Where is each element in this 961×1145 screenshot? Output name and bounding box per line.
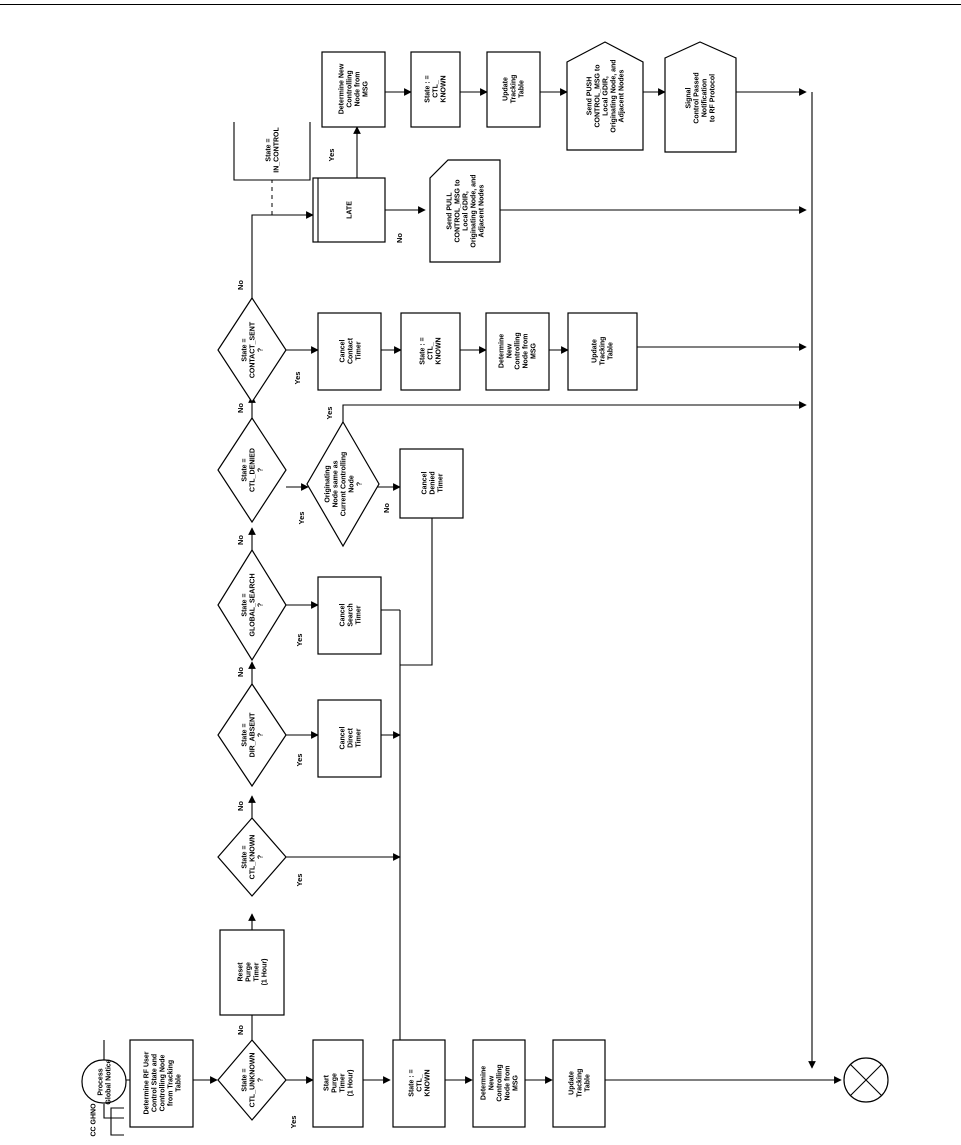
- label-m-update: UpdateTrackingTable: [592, 337, 615, 366]
- cancel-direct-box: [317, 699, 382, 778]
- branch-label-no: No: [236, 1025, 245, 1035]
- branch-label-no: No: [236, 801, 245, 811]
- update-box-mid: [567, 312, 638, 391]
- branch-label-yes: Yes: [327, 149, 336, 162]
- reset-purge-box: [219, 929, 285, 1016]
- label-b-update: UpdateTrackingTable: [569, 1069, 592, 1098]
- label-d-contact: State =CONTACT_SENT?: [242, 321, 265, 378]
- label-d-absent: State =DIR_ABSENT?: [242, 712, 265, 757]
- label-start-purge: StartPurgeTimer(1 Hour): [324, 1070, 355, 1097]
- branch-label-no: No: [236, 403, 245, 413]
- start-terminator: [81, 1059, 127, 1104]
- determine-box-top: [321, 51, 386, 128]
- ctl-known-box-top: [410, 51, 461, 128]
- send-push-box: [566, 41, 644, 151]
- label-t-ctl-known: State : =CTL_KNOWN: [425, 75, 448, 102]
- label-late: LATE: [347, 201, 354, 219]
- label-cancel-search: CancelSearchTimer: [340, 603, 363, 626]
- cancel-search-box: [317, 576, 382, 655]
- update-box-top: [486, 51, 541, 128]
- label-m-determine: DetermineNewControllingNode fromMSG: [499, 332, 538, 369]
- label-d-known: State =CTL_KNOWN?: [242, 835, 265, 880]
- branch-label-no: No: [236, 535, 245, 545]
- cancel-denied-box: [399, 448, 464, 519]
- label-cancel-direct: CancelDirectTimer: [340, 726, 363, 749]
- label-t-update: UpdateTrackingTable: [503, 75, 526, 104]
- start-annotation-line: [103, 1104, 124, 1119]
- decision-search: [217, 548, 287, 662]
- determine-box-bottom: [472, 1039, 526, 1128]
- in-control-bracket: [233, 122, 311, 181]
- label-d-search: State =GLOBAL_SEARCH?: [242, 573, 265, 636]
- arrow-orig-yes: [342, 401, 807, 422]
- label-d-unknown: State =CTL_UNKNOWN?: [242, 1053, 265, 1108]
- branch-label-yes: Yes: [325, 407, 334, 420]
- label-start: ProcessGlobal Notice: [98, 1059, 113, 1104]
- decision-contact: [217, 296, 287, 404]
- determine-rf-box: [129, 1039, 194, 1128]
- decision-unknown: [217, 1039, 287, 1121]
- ctl-known-box-bottom: [392, 1039, 446, 1128]
- branch-label-yes: Yes: [297, 512, 306, 525]
- decision-absent: [217, 682, 287, 788]
- decision-originating: [306, 420, 380, 548]
- label-send-pull: Send PULLCONTROL_MSG toLocal GDIR,Origin…: [447, 174, 486, 247]
- ctl-known-box-mid: [400, 312, 461, 391]
- label-reset-purge: ResetPurgeTimer(1 Hour): [238, 959, 269, 986]
- send-pull-box: [429, 159, 501, 263]
- label-d-denied: State =CTL_DENIED?: [242, 448, 265, 492]
- branch-label-no: No: [236, 667, 245, 677]
- label-cc-ghno: CC GHNO: [91, 1103, 98, 1137]
- label-d-orig: OriginatingNode same asCurrent Controlli…: [325, 452, 364, 517]
- label-send-push: Send PUSHCONTROL_MSG toLocal GDIR,Origin…: [587, 59, 626, 132]
- determine-box-mid: [485, 312, 550, 391]
- decision-denied: [217, 416, 287, 524]
- label-in-control: State =IN_CONTROL: [266, 127, 281, 173]
- cancel-contact-box: [317, 312, 382, 391]
- end-connector: [843, 1057, 889, 1103]
- label-cancel-denied: CancelDeniedTimer: [422, 471, 445, 494]
- update-box-bottom: [552, 1039, 606, 1128]
- late-box: [312, 177, 386, 243]
- branch-label-yes: Yes: [295, 634, 304, 647]
- branch-label-no: No: [395, 233, 404, 243]
- cc-ghno-bracket: [110, 1107, 124, 1136]
- shapes: [81, 41, 889, 1136]
- label-cancel-contact: CancelContactTimer: [340, 337, 363, 364]
- label-b-determine: DetermineNewControllingNode fromMSG: [481, 1064, 520, 1101]
- branch-label-yes: Yes: [295, 874, 304, 887]
- label-t-determine: Determine NewControllingNode fromMSG: [339, 63, 370, 114]
- branch-label-no: No: [236, 280, 245, 290]
- start-purge-box: [312, 1039, 364, 1128]
- page-top-rule: [0, 4, 961, 5]
- decision-known: [217, 817, 287, 897]
- branch-label-yes: Yes: [293, 372, 302, 385]
- branch-label-yes: Yes: [289, 1116, 298, 1129]
- label-signal: SignalControl PassedNotificationto RF Pr…: [686, 72, 717, 123]
- line-denied-to-bus: [400, 518, 433, 666]
- signal-box: [664, 41, 737, 153]
- branch-label-yes: Yes: [295, 754, 304, 767]
- label-m-ctl-known: State : =CTL_KNOWN: [420, 337, 443, 364]
- label-determine-rf: Determine RF UserControl State andContro…: [144, 1051, 183, 1114]
- arrow-contact-no: [251, 211, 314, 298]
- branch-label-no: No: [382, 503, 391, 513]
- label-b-ctl-known: State : =CTL_KNOWN: [409, 1069, 432, 1096]
- connectors: [103, 88, 842, 1119]
